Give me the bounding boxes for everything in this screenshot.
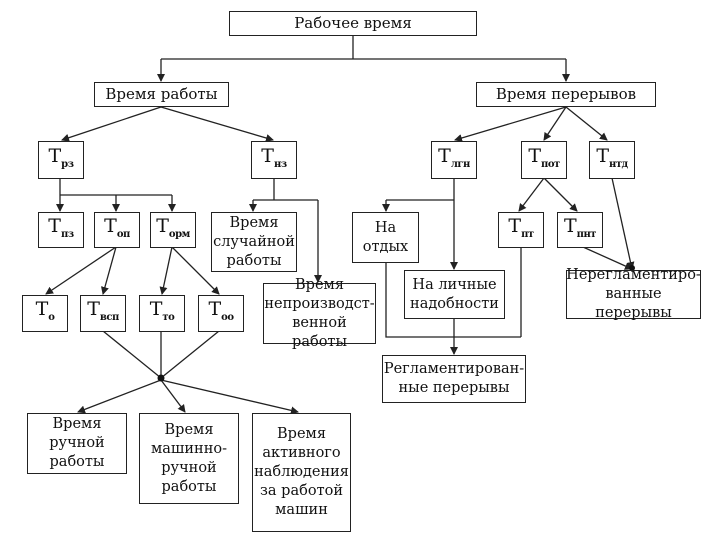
- unregulated-breaks-label: Нерегламентиро- ванные перерывы: [566, 267, 701, 321]
- t-ntd-box: Тнтд: [589, 141, 635, 179]
- connector-tlgn-bus: [386, 178, 455, 201]
- t-lgn-box: Тлгн: [431, 141, 477, 179]
- symbol-t: Т: [48, 144, 62, 167]
- subscript: пнт: [576, 228, 597, 240]
- symbol-t: Т: [261, 144, 274, 167]
- connector-tnz-bus: [253, 178, 318, 201]
- subscript: оп: [116, 228, 131, 240]
- connector-break-to-tpot: [543, 106, 567, 141]
- connector-to-manual: [77, 379, 162, 414]
- connector-top-to-tvsp: [101, 246, 117, 295]
- unproductive-work-label: Время непроизводст- венной работы: [264, 276, 375, 350]
- t-pz-box: Тпз: [38, 212, 84, 248]
- symbol-t: Т: [104, 214, 117, 237]
- symbol-t: Т: [528, 144, 541, 167]
- work-time-box: Время работы: [94, 82, 229, 107]
- symbol-t: Т: [149, 298, 163, 320]
- break-time-label: Время перерывов: [495, 85, 637, 103]
- connector-too-to-node: [160, 330, 220, 379]
- connector-top-to-to: [45, 246, 117, 295]
- break-time-box: Время перерывов: [476, 82, 656, 107]
- t-pot-box: Тпот: [521, 141, 567, 179]
- personal-needs-label: На личные надобности: [410, 276, 499, 312]
- subscript: о: [48, 312, 55, 323]
- regulated-breaks-box: Регламентирован- ные перерывы: [382, 355, 526, 403]
- personal-needs-box: На личные надобности: [404, 270, 505, 319]
- connector-work-to-tnz: [160, 106, 274, 142]
- connector-break-to-tntd: [565, 106, 608, 141]
- symbol-t: Т: [438, 144, 451, 167]
- t-orm-box: Торм: [150, 212, 196, 248]
- subscript: пт: [521, 228, 534, 240]
- connector-rest-to-regulated: [385, 262, 521, 338]
- active-observation-label: Время активного наблюдения за работой ма…: [254, 426, 349, 518]
- subscript: лгн: [450, 158, 471, 170]
- symbol-t: Т: [48, 214, 61, 237]
- subscript: пз: [60, 228, 74, 240]
- symbol-t: Т: [87, 298, 100, 320]
- subscript: нтд: [609, 158, 628, 170]
- subscript: нз: [273, 158, 287, 170]
- active-observation-box: Время активного наблюдения за работой ма…: [252, 413, 351, 532]
- connector-to-machine-manual: [160, 379, 186, 413]
- subscript: всп: [99, 312, 119, 323]
- unproductive-work-box: Время непроизводст- венной работы: [263, 277, 376, 350]
- manual-work-box: Время ручной работы: [27, 413, 127, 474]
- t-o-box: То: [22, 295, 68, 332]
- symbol-t: Т: [508, 214, 522, 237]
- machine-manual-work-label: Время машинно- ручной работы: [150, 421, 228, 495]
- connector-to-active-observation: [160, 379, 299, 415]
- connector-tntd-to-unregulated: [611, 177, 635, 270]
- t-pnt-box: Тпнт: [557, 212, 603, 248]
- t-rz-box: Трз: [38, 141, 84, 179]
- subscript: рз: [61, 158, 74, 170]
- connector-torm-to-tto: [159, 246, 173, 295]
- connector-break-to-tlgn: [454, 106, 567, 142]
- subscript: оо: [221, 312, 234, 323]
- machine-manual-work-box: Время машинно- ручной работы: [139, 413, 239, 504]
- t-to-box: Тто: [139, 295, 185, 332]
- connector-root: [161, 35, 566, 60]
- random-work-label: Время случайной работы: [213, 214, 295, 269]
- symbol-t: Т: [596, 144, 609, 167]
- t-op-box: Топ: [94, 212, 140, 248]
- symbol-t: Т: [35, 298, 49, 320]
- connector-tvsp-to-node: [102, 330, 162, 379]
- subscript: пот: [541, 158, 560, 170]
- symbol-t: Т: [563, 214, 577, 237]
- subscript: то: [162, 312, 175, 323]
- connector-tpot-to-tpnt: [543, 177, 578, 212]
- junction-dot-work: [157, 374, 165, 382]
- regulated-breaks-label: Регламентирован- ные перерывы: [383, 361, 525, 396]
- root-box-working-time: Рабочее время: [229, 11, 477, 36]
- t-oo-box: Тоо: [198, 295, 244, 332]
- junction-dot-breaks: [629, 265, 635, 271]
- rest-label: На отдых: [362, 219, 409, 255]
- unregulated-breaks-box: Нерегламентиро- ванные перерывы: [566, 267, 701, 321]
- t-pt-box: Тпт: [498, 212, 544, 248]
- t-vsp-box: Твсп: [80, 295, 126, 332]
- work-time-label: Время работы: [105, 85, 218, 103]
- rest-box: На отдых: [352, 212, 419, 263]
- connector-trz-bus: [59, 178, 172, 196]
- connector-tpnt-to-unregulated: [582, 246, 633, 270]
- manual-work-label: Время ручной работы: [49, 416, 105, 470]
- random-work-box: Время случайной работы: [211, 212, 297, 272]
- connector-tpot-to-tpt: [518, 177, 545, 212]
- symbol-t: Т: [208, 298, 222, 320]
- t-nz-box: Тнз: [251, 141, 297, 179]
- symbol-t: Т: [156, 214, 169, 237]
- connector-torm-to-too: [171, 246, 220, 295]
- connector-work-to-trz: [61, 106, 162, 142]
- root-label: Рабочее время: [294, 14, 412, 32]
- subscript: орм: [168, 228, 190, 240]
